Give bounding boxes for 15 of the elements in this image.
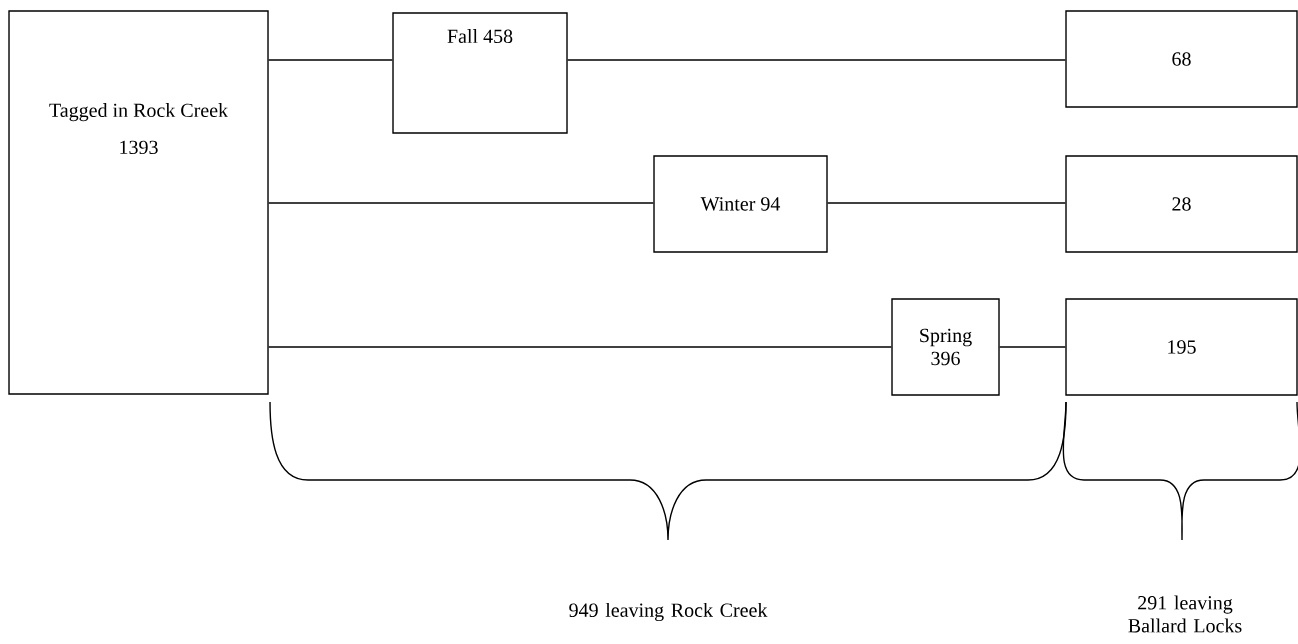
brace-label: 291 leaving Ballard Locks: [1128, 595, 1242, 633]
connector-line: [567, 59, 1066, 61]
box: 195: [1065, 298, 1298, 396]
box: 68: [1065, 10, 1298, 108]
box: Winter 94: [653, 155, 828, 253]
box: Spring 396: [891, 298, 1000, 396]
box: 28: [1065, 155, 1298, 253]
connector-line: [268, 202, 654, 204]
box: Fall 458: [392, 12, 568, 134]
connector-line: [268, 59, 393, 61]
box: Tagged in Rock Creek 1393: [8, 10, 269, 395]
connector-line: [827, 202, 1066, 204]
brace-label: 949 leaving Rock Creek: [569, 602, 768, 622]
connector-line: [268, 346, 892, 348]
connector-line: [999, 346, 1066, 348]
